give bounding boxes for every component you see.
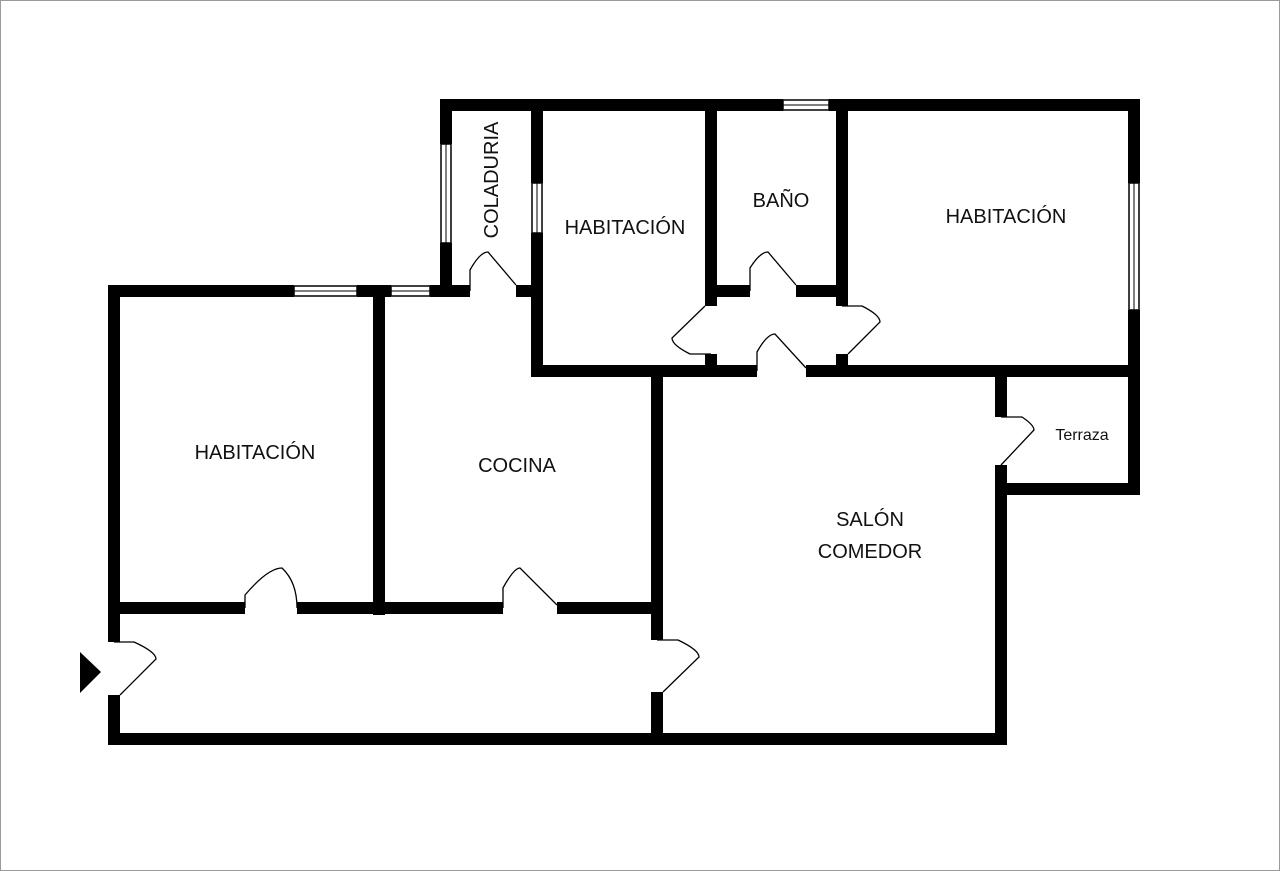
label-habitacion-left: HABITACIÓN [195, 441, 316, 464]
wall-segment [440, 99, 783, 111]
wall-segment [1128, 310, 1140, 495]
wall-segment [531, 233, 543, 377]
label-cocina: COCINA [478, 455, 556, 477]
wall-segment [108, 285, 294, 297]
windows [293, 99, 1140, 311]
wall-segment [806, 365, 1140, 377]
wall-segment [297, 602, 503, 614]
label-habitacion-mid: HABITACIÓN [565, 216, 686, 239]
wall-segment [440, 243, 452, 297]
door-salon-hall [657, 639, 700, 693]
wall-segment [108, 695, 120, 745]
label-bano: BAÑO [753, 188, 810, 212]
wall-segment [440, 99, 452, 144]
door-coladuria [469, 251, 517, 291]
window-top-bath [782, 99, 830, 111]
wall-segment [796, 285, 844, 297]
room-labels: HABITACIÓN COCINA COLADURIA HABITACIÓN B… [195, 121, 1109, 563]
door-salon-top [756, 333, 807, 371]
wall-segment [995, 465, 1007, 745]
window-coladuria-right [531, 182, 543, 234]
wall-segment [705, 285, 750, 297]
door-habitacion-right [842, 305, 881, 355]
wall-segment [995, 365, 1007, 417]
wall-segment [373, 285, 385, 615]
wall-segment [1128, 99, 1140, 183]
wall-segment [531, 365, 757, 377]
wall-segment [557, 602, 663, 614]
wall-segment [651, 692, 663, 745]
label-salon: SALÓN [836, 508, 904, 531]
wall-segment [829, 99, 1140, 111]
wall-segment [705, 111, 717, 306]
door-habitacion-left [244, 567, 298, 609]
entrance-arrow-icon [80, 652, 101, 693]
window-kitchen [390, 285, 431, 297]
wall-segment [836, 111, 848, 306]
label-terraza: Terraza [1055, 427, 1108, 444]
wall-segment [531, 111, 543, 183]
wall-segment [108, 602, 245, 614]
label-habitacion-right: HABITACIÓN [946, 205, 1067, 228]
wall-segment [430, 285, 452, 297]
window-right-room [1128, 182, 1140, 311]
door-terraza [1000, 416, 1035, 466]
door-habitacion-mid [671, 305, 711, 355]
wall-segment [995, 483, 1140, 495]
door-cocina [502, 567, 558, 608]
label-comedor: COMEDOR [818, 541, 922, 563]
label-coladuria: COLADURIA [481, 121, 503, 238]
door-bano [749, 251, 797, 291]
wall-segment [108, 733, 1007, 745]
window-coladuria-left [440, 143, 452, 244]
walls [108, 99, 1140, 745]
wall-segment [651, 365, 663, 640]
door-entrance [114, 641, 157, 696]
doors [114, 251, 1035, 696]
window-left-room [293, 285, 358, 297]
wall-segment [108, 285, 120, 642]
